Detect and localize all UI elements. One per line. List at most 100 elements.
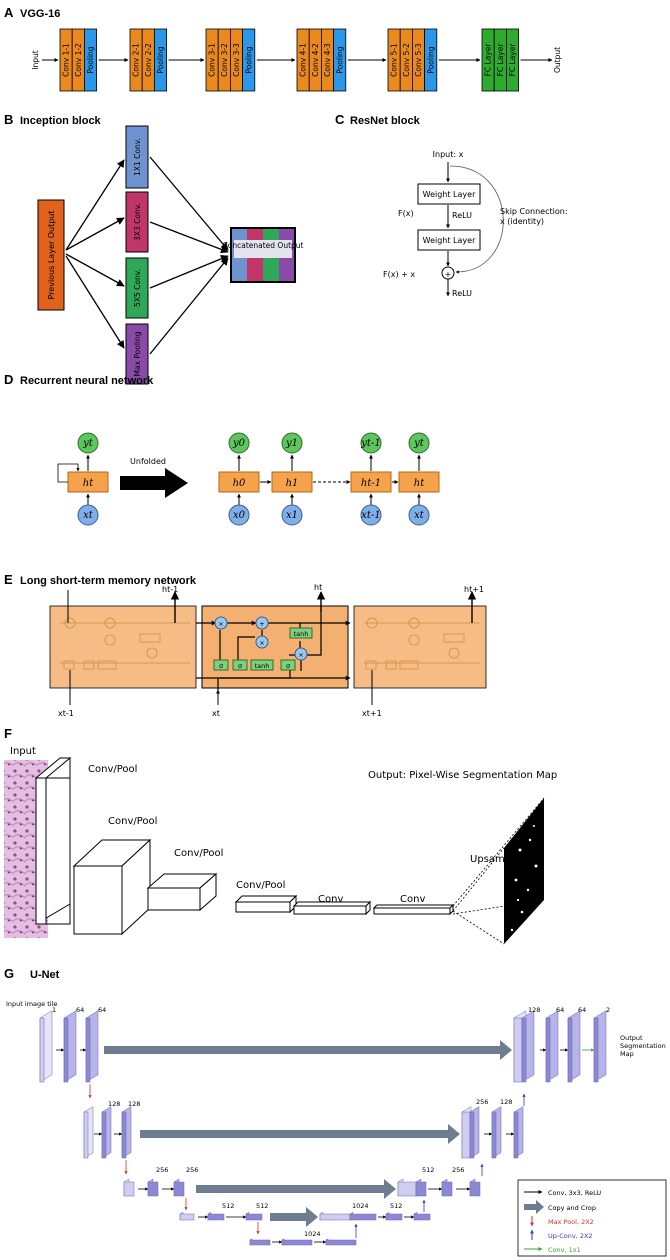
unet-dec4-concat bbox=[319, 1213, 351, 1221]
skip-label-1: Skip Connection: bbox=[500, 207, 568, 216]
lstm-input-gate bbox=[232, 659, 248, 671]
rnn-step-input-node bbox=[281, 504, 303, 526]
convpool-label-3: Conv/Pool bbox=[174, 848, 223, 859]
vgg-layer-label: Conv 1-1 bbox=[62, 43, 71, 77]
gate-label: tanh bbox=[255, 662, 270, 670]
resnet-input-label: Input: x bbox=[433, 150, 464, 159]
panel-title: ResNet block bbox=[350, 115, 421, 127]
vgg-layer-label: Conv 2-2 bbox=[144, 43, 153, 77]
maxpool-box bbox=[125, 323, 149, 385]
unet-dec1-b bbox=[567, 1017, 573, 1083]
concatenated-output-box bbox=[230, 227, 296, 283]
rnn-step-hidden-node bbox=[350, 471, 392, 493]
convpool-label-4: Conv/Pool bbox=[236, 880, 285, 891]
unet-ch-label: 512 bbox=[256, 1202, 268, 1210]
unet-legend-box bbox=[517, 1179, 667, 1257]
unet-bottleneck-b bbox=[325, 1239, 357, 1246]
unet-ch-label: 128 bbox=[500, 1098, 512, 1106]
legend-conv-label: Conv, 3x3, ReLU bbox=[548, 1189, 601, 1197]
rnn-recurrent-loop bbox=[57, 463, 80, 483]
panel-title: U-Net bbox=[30, 969, 60, 981]
vgg-layer-label: Conv 5-1 bbox=[390, 43, 399, 77]
unet-ch-label: 1024 bbox=[352, 1202, 369, 1210]
legend-up-label: Up-Conv, 2X2 bbox=[548, 1232, 593, 1240]
vgg-layer-block bbox=[84, 28, 98, 92]
unet-ch-label: 64 bbox=[76, 1006, 84, 1014]
unet-copy-2 bbox=[140, 1124, 460, 1144]
vgg-layer-label: Conv 2-1 bbox=[132, 43, 141, 77]
rnn-step-input-node bbox=[408, 504, 430, 526]
panel-f-fcn: F Input Conv/Pool Conv/Pool Conv/Pool Co… bbox=[4, 726, 557, 945]
vgg-layer-block bbox=[153, 28, 167, 92]
unet-dec1-a bbox=[545, 1017, 551, 1083]
vgg-layer-block bbox=[242, 28, 256, 92]
unet-bottleneck-a bbox=[281, 1239, 313, 1246]
unet-ch-label: 1024 bbox=[304, 1230, 321, 1238]
rnn-step-input-node bbox=[228, 504, 250, 526]
panel-title: Long short-term memory network bbox=[20, 575, 197, 587]
unet-dec2-up bbox=[469, 1111, 475, 1159]
rnn-step-input-label: xt bbox=[414, 510, 425, 521]
vgg-layer-block bbox=[505, 28, 519, 92]
lstm-output-current-label: ht bbox=[314, 583, 322, 592]
rnn-step-hidden-node bbox=[398, 471, 440, 493]
vgg-layer-label: Conv 3-1 bbox=[208, 43, 217, 77]
unet-ch-label: 256 bbox=[452, 1166, 464, 1174]
segmentation-map-spots bbox=[510, 825, 538, 932]
inception-split-arrows bbox=[65, 159, 125, 349]
unet-ch-label: 256 bbox=[156, 1166, 168, 1174]
tanh-label: tanh bbox=[294, 630, 309, 638]
unet-ch-label: 64 bbox=[556, 1006, 564, 1014]
unet-dec3-concat bbox=[397, 1181, 417, 1197]
unet-ch-label: 64 bbox=[98, 1006, 106, 1014]
maxpool-label: Max Pooling bbox=[133, 331, 142, 376]
previous-layer-box bbox=[37, 199, 65, 311]
rnn-step-input-label: x0 bbox=[233, 510, 246, 521]
add-node-symbol: + bbox=[445, 270, 452, 279]
rnn-step-output-node bbox=[228, 432, 250, 454]
vgg-layer-label: Conv 3-3 bbox=[232, 43, 241, 77]
vgg-layer-label: FC Layer bbox=[484, 43, 493, 77]
legend-pool-label: Max Pool, 2X2 bbox=[548, 1218, 594, 1226]
relu-label-2: ReLU bbox=[452, 289, 472, 298]
vgg-layer-label: FC Layer bbox=[508, 43, 517, 77]
panel-letter: E bbox=[4, 572, 13, 587]
weight-layer-1-label: Weight Layer bbox=[423, 190, 476, 199]
rnn-step-hidden-node bbox=[271, 471, 313, 493]
convpool-label-1: Conv/Pool bbox=[88, 764, 137, 775]
lstm-input-next-label: xt+1 bbox=[362, 709, 382, 718]
unet-dec2-b bbox=[513, 1111, 519, 1159]
panel-letter: C bbox=[335, 112, 345, 127]
previous-layer-label: Previous Layer Output bbox=[47, 211, 56, 300]
vgg-layer-label: Conv 4-1 bbox=[299, 43, 308, 77]
unet-enc3-a bbox=[147, 1181, 159, 1197]
lstm-multiply-input bbox=[255, 635, 269, 649]
lstm-input-prev-label: xt-1 bbox=[58, 709, 74, 718]
unet-dec4-b bbox=[413, 1213, 431, 1221]
gate-label: σ bbox=[286, 662, 290, 670]
weight-layer-2-label: Weight Layer bbox=[423, 236, 476, 245]
vgg-layer-label: FC Layer bbox=[496, 43, 505, 77]
unet-dec2-a bbox=[491, 1111, 497, 1159]
unet-dec3-up bbox=[415, 1181, 427, 1197]
input-tile-label: Input image tile bbox=[6, 1000, 57, 1008]
unet-enc1-b bbox=[85, 1017, 91, 1083]
rnn-step-hidden-label: ht-1 bbox=[361, 478, 381, 489]
unet-enc3-b bbox=[173, 1181, 185, 1197]
panel-letter: A bbox=[4, 5, 14, 20]
legend-copy-arrow bbox=[524, 1200, 544, 1214]
rnn-step-output-label: y0 bbox=[232, 438, 246, 449]
fcn-output-label: Output: Pixel-Wise Segmentation Map bbox=[368, 770, 557, 781]
fcn-input-label: Input bbox=[10, 746, 36, 757]
legend-c1-label: Conv, 1x1 bbox=[548, 1246, 581, 1254]
vgg-layer-label: Conv 4-3 bbox=[323, 43, 332, 77]
unet-bottleneck-in bbox=[249, 1239, 271, 1246]
unet-dec3-b bbox=[469, 1181, 481, 1197]
vgg-layer-label: Pooling bbox=[86, 46, 95, 73]
panel-d-rnn: D Recurrent neural network yt ht xt Unfo… bbox=[4, 372, 440, 526]
inception-merge-arrows bbox=[149, 156, 229, 355]
